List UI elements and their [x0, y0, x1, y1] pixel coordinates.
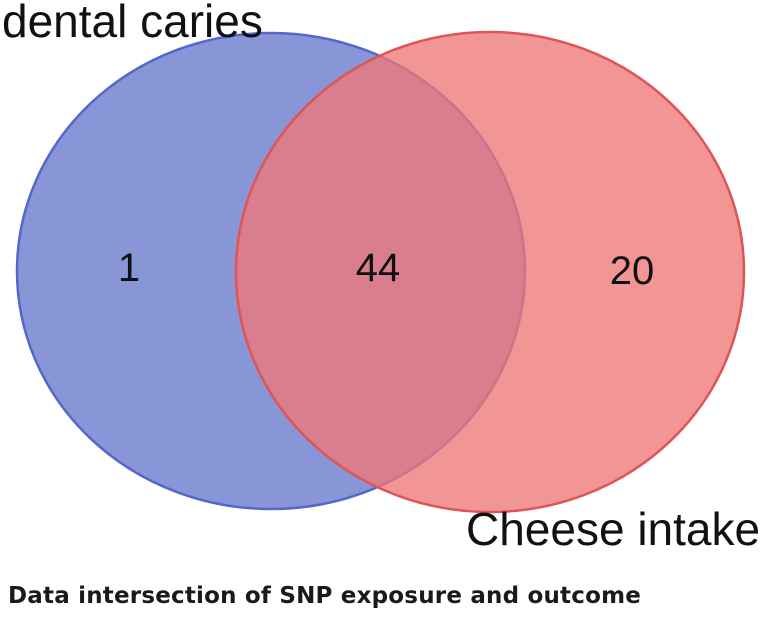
figure-caption: Data intersection of SNP exposure and ou… — [8, 583, 642, 609]
set-label-dental-caries: dental caries — [2, 0, 263, 47]
set-label-cheese-intake: Cheese intake — [466, 503, 760, 555]
set-circle-cheese-intake — [234, 30, 746, 514]
count-right-only: 20 — [610, 249, 655, 293]
count-intersection: 44 — [356, 246, 401, 290]
count-left-only: 1 — [118, 246, 140, 290]
